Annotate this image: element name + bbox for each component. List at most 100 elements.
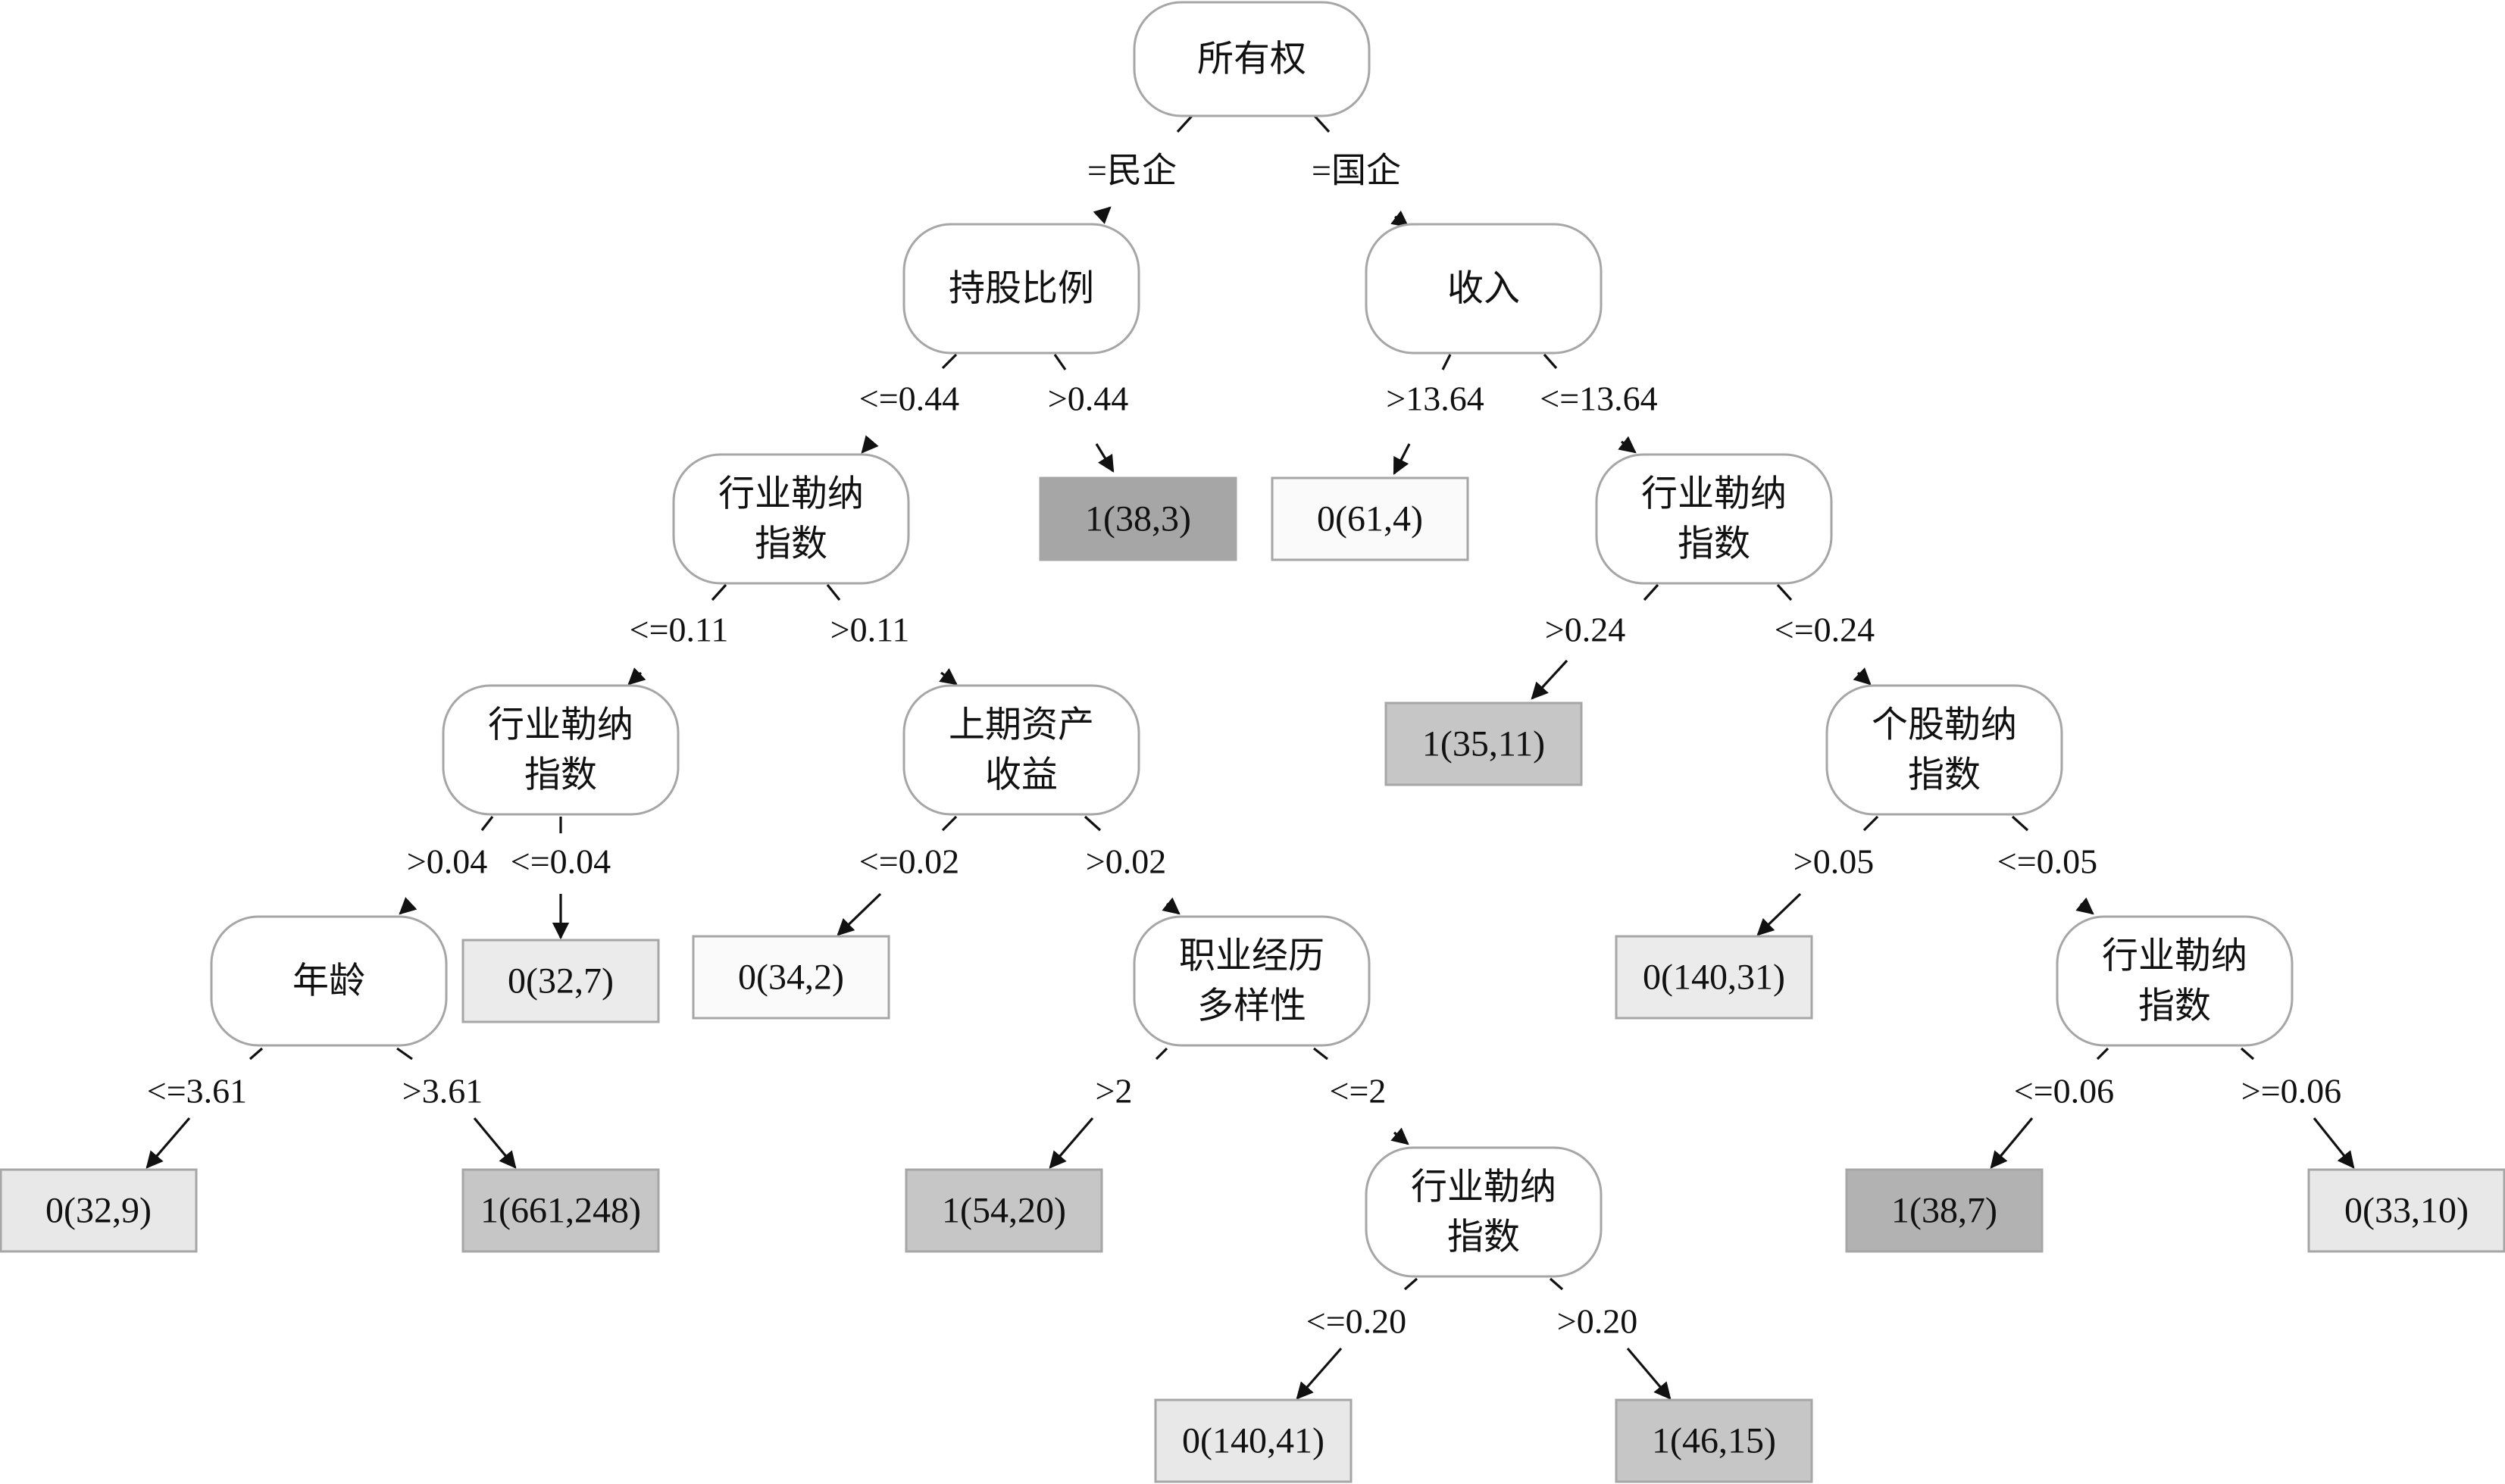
- edge-condition-label: <=0.02: [859, 842, 959, 881]
- leaf-node-label: 1(35,11): [1422, 724, 1545, 764]
- edge-stub-line: [1643, 583, 1659, 601]
- edge-stub-line: [2096, 1047, 2109, 1061]
- edge-e20: <=2: [1313, 1047, 1409, 1145]
- decision-node-label: 指数: [1447, 1217, 1520, 1257]
- edge-stub-line: [2011, 815, 2029, 832]
- edge-condition-label: >13.64: [1386, 380, 1484, 418]
- leaf-node-l4: 0(32,7): [461, 939, 660, 1023]
- decision-node-box: [1133, 915, 1371, 1047]
- leaf-node-box: [461, 939, 660, 1023]
- edge-condition-label: >0.24: [1545, 611, 1625, 649]
- edge-stub-line: [1403, 1277, 1418, 1291]
- edge-stub-line: [826, 584, 841, 601]
- edge-condition-label: <=0.20: [1306, 1302, 1406, 1341]
- leaf-node-l5: 0(34,2): [692, 935, 890, 1020]
- edge-e11: >0.04: [399, 816, 494, 915]
- leaf-node-l13: 1(46,15): [1615, 1398, 1813, 1483]
- leaf-node-label: 1(38,3): [1085, 499, 1191, 539]
- edge-arrow: [861, 435, 879, 454]
- decision-node-box: [2056, 915, 2294, 1047]
- edge-arrow: [473, 1117, 517, 1169]
- edge-condition-label: >2: [1096, 1072, 1133, 1111]
- decision-node-label: 收益: [985, 755, 1058, 795]
- leaf-node-box: [1271, 476, 1469, 561]
- leaf-node-box: [461, 1168, 660, 1253]
- edge-stub-line: [1776, 583, 1793, 601]
- decision-node-box: [1365, 223, 1603, 355]
- edge-condition-label: <=0.05: [1997, 842, 2097, 881]
- decision-node-label: 职业经历: [1179, 936, 1324, 976]
- edge-e7: <=0.11: [627, 583, 728, 686]
- edge-arrow: [939, 667, 958, 686]
- edge-e16: <=0.05: [1997, 815, 2097, 915]
- edge-stub-line: [1312, 114, 1331, 133]
- decision-node-label: 个股勒纳: [1872, 705, 2017, 745]
- decision-node-label: 指数: [2138, 986, 2211, 1026]
- edge-stub-line: [480, 816, 494, 831]
- leaf-node-box: [1615, 1398, 1813, 1483]
- edge-e24: >0.20: [1549, 1277, 1672, 1400]
- decision-node-box: [1365, 1146, 1603, 1278]
- edge-condition-label: >0.44: [1048, 380, 1128, 418]
- edge-arrow: [1049, 1117, 1094, 1169]
- edge-e9: >0.24: [1531, 583, 1659, 700]
- leaf-node-label: 1(54,20): [942, 1191, 1066, 1231]
- leaf-node-label: 1(46,15): [1652, 1421, 1776, 1461]
- edge-e12: <=0.04: [511, 817, 611, 940]
- edge-arrow: [1390, 1127, 1409, 1145]
- edges-layer: =民企=国企<=0.44>0.44>13.64<=13.64<=0.11>0.1…: [145, 114, 2355, 1400]
- edge-arrow: [1626, 1347, 1672, 1400]
- edge-stub-line: [941, 353, 958, 370]
- leaf-node-box: [1845, 1168, 2044, 1253]
- leaf-node-label: 0(32,9): [45, 1191, 152, 1231]
- edge-arrow: [837, 892, 882, 936]
- edge-condition-label: <=0.06: [2014, 1072, 2114, 1111]
- leaf-node-label: 0(61,4): [1317, 499, 1423, 539]
- leaf-node-label: 0(140,31): [1643, 958, 1785, 998]
- leaf-node-l1: 1(38,3): [1039, 476, 1237, 561]
- edge-e10: <=0.24: [1775, 583, 1875, 686]
- edge-e17: <=3.61: [145, 1047, 264, 1169]
- edge-condition-label: <=0.24: [1775, 611, 1875, 649]
- leaf-node-l3: 1(35,11): [1384, 701, 1583, 786]
- edge-e2: =国企: [1312, 114, 1409, 228]
- decision-node-label: 指数: [1908, 755, 1981, 795]
- edge-arrow: [1531, 659, 1568, 700]
- edge-condition-label: >0.05: [1794, 842, 1874, 881]
- edge-stub-line: [941, 815, 958, 832]
- edge-condition-label: >0.20: [1557, 1302, 1637, 1341]
- edge-e13: <=0.02: [837, 815, 959, 936]
- edge-e18: >3.61: [396, 1047, 517, 1169]
- leaf-node-label: 0(32,7): [508, 961, 614, 1001]
- edge-condition-label: =国企: [1312, 152, 1401, 190]
- decision-node-label: 指数: [524, 755, 597, 795]
- leaf-node-label: 1(38,7): [1891, 1191, 1997, 1231]
- leaf-node-box: [905, 1168, 1103, 1253]
- edge-arrow: [627, 667, 646, 686]
- decision-node-box: [1133, 1, 1371, 117]
- decision-node-box: [210, 915, 448, 1047]
- decision-node-label: 多样性: [1197, 986, 1306, 1026]
- edge-e4: >0.44: [1048, 354, 1128, 473]
- edge-arrow: [1095, 443, 1115, 473]
- decision-node-box: [1825, 684, 2063, 816]
- edge-arrow: [2313, 1117, 2355, 1169]
- leaf-node-l8: 1(661,248): [461, 1168, 660, 1253]
- edge-condition-label: >0.02: [1086, 842, 1166, 881]
- edge-stub-line: [1441, 354, 1452, 370]
- edge-stub-line: [396, 1047, 413, 1061]
- edge-e14: >0.02: [1084, 815, 1181, 915]
- leaf-node-box: [1039, 476, 1237, 561]
- edge-stub-line: [711, 583, 727, 601]
- decision-node-n1: 所有权: [1133, 1, 1371, 117]
- edge-arrow: [1296, 1347, 1343, 1400]
- edge-arrow: [2075, 897, 2094, 915]
- leaf-node-l11: 0(33,10): [2307, 1168, 2505, 1253]
- leaf-node-l12: 0(140,41): [1154, 1398, 1353, 1483]
- edge-e8: >0.11: [826, 584, 958, 686]
- edge-e23: <=0.20: [1296, 1277, 1418, 1400]
